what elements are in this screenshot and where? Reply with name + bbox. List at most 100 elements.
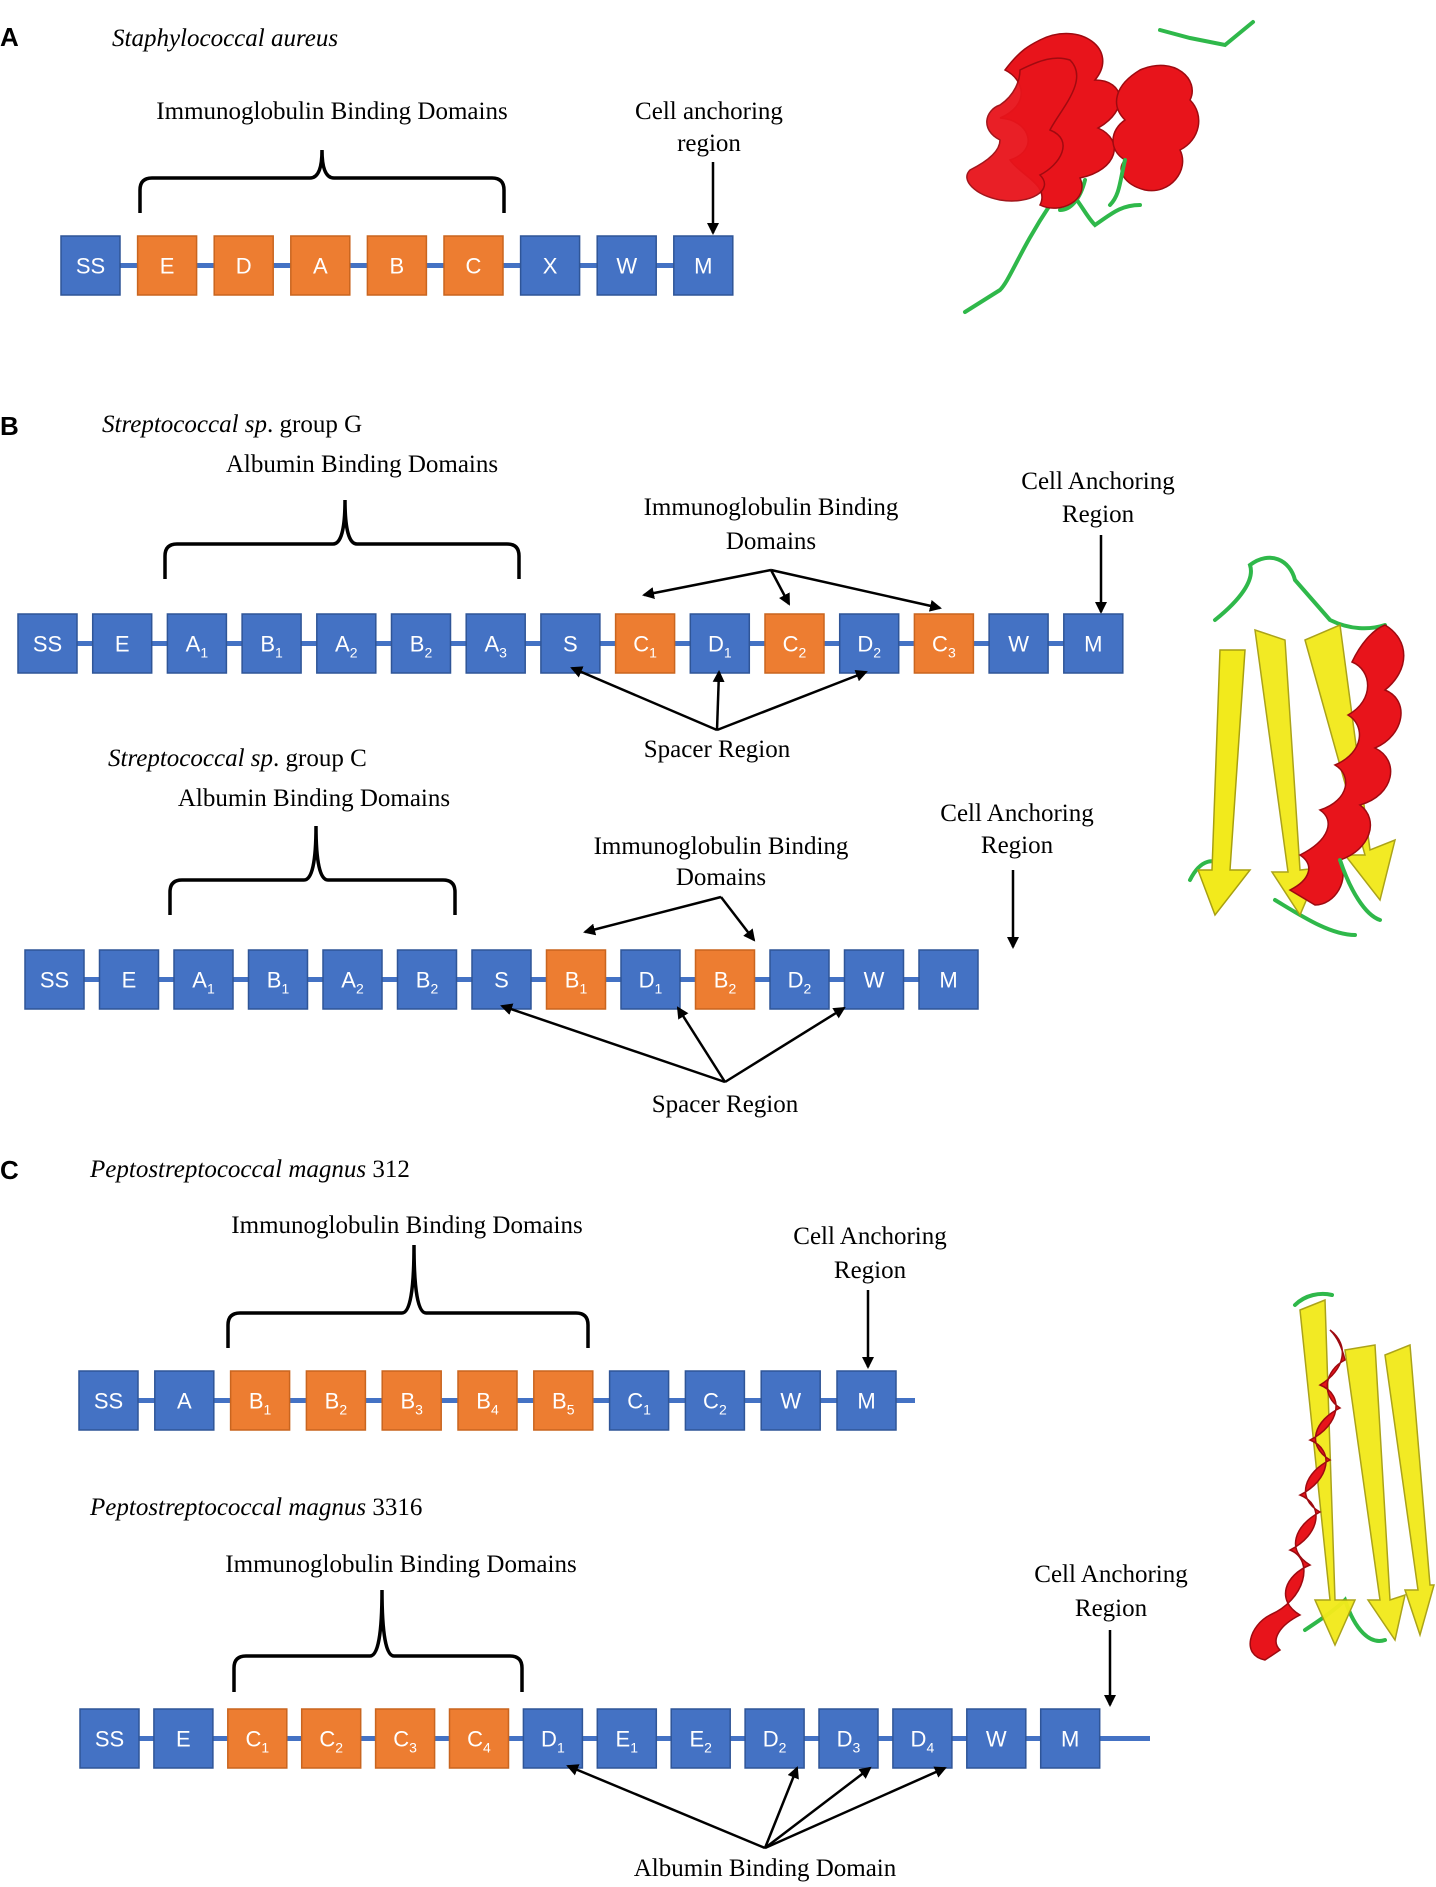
domain-label: D1 bbox=[639, 968, 663, 997]
domain-box bbox=[322, 949, 383, 1010]
domain-box bbox=[843, 949, 905, 1010]
panel-letter-a: A bbox=[0, 22, 19, 52]
anchor-label-a-line2: region bbox=[677, 130, 741, 157]
domain-box bbox=[457, 1370, 518, 1431]
domain-label: S bbox=[563, 632, 578, 657]
domain-box bbox=[17, 613, 78, 674]
domain-box bbox=[374, 1708, 436, 1769]
domain-label: B1 bbox=[565, 968, 588, 997]
albumin-arrow-c2-4 bbox=[764, 1766, 947, 1850]
domain-b4: B4 bbox=[457, 1370, 518, 1431]
domain-label: X bbox=[543, 254, 558, 279]
domain-label: D2 bbox=[763, 1727, 787, 1756]
spacer-arrow-b1-1 bbox=[570, 666, 718, 732]
domain-box bbox=[545, 949, 607, 1010]
domain-ss: SS bbox=[78, 1370, 139, 1431]
domain-d: D bbox=[213, 235, 274, 296]
domain-c2: C2 bbox=[300, 1708, 362, 1769]
domain-c1: C1 bbox=[227, 1708, 288, 1769]
domain-d3: D3 bbox=[818, 1708, 879, 1769]
domain-label: A3 bbox=[484, 632, 507, 661]
domain-label: C3 bbox=[932, 632, 956, 661]
domain-ss: SS bbox=[17, 613, 78, 674]
ig-binding-label-b2-line2: Domains bbox=[676, 864, 766, 891]
albumin-arrow-c2-3 bbox=[764, 1766, 872, 1849]
domain-box bbox=[1063, 613, 1124, 674]
domain-label: B2 bbox=[714, 968, 737, 997]
domain-box bbox=[533, 1370, 594, 1431]
panel-b-group-c: Streptococcal sp. group C Albumin Bindin… bbox=[24, 555, 1405, 1118]
domain-box bbox=[166, 613, 228, 674]
domain-box bbox=[213, 235, 274, 296]
domain-label: M bbox=[694, 254, 712, 279]
domain-box bbox=[620, 949, 681, 1010]
species-title-c1: Peptostreptococcal magnus 312 bbox=[89, 1156, 410, 1183]
domain-box bbox=[596, 1708, 658, 1769]
anchor-label-c1-line2: Region bbox=[834, 1257, 907, 1284]
domain-a2: A2 bbox=[322, 949, 383, 1010]
domain-label: M bbox=[939, 968, 957, 993]
domain-a: A bbox=[290, 235, 351, 296]
domain-box bbox=[300, 1708, 362, 1769]
domain-w: W bbox=[843, 949, 905, 1010]
brace-c1 bbox=[226, 1244, 590, 1348]
domain-box bbox=[465, 613, 526, 674]
domain-a3: A3 bbox=[465, 613, 526, 674]
domain-label: C4 bbox=[467, 1727, 491, 1756]
species-title-a: Staphylococcal aureus bbox=[112, 25, 338, 52]
domain-label: B2 bbox=[410, 632, 433, 661]
domain-box bbox=[760, 1370, 821, 1431]
domain-box bbox=[522, 1708, 584, 1769]
domain-label: E bbox=[115, 632, 130, 657]
domain-label: M bbox=[1061, 1727, 1079, 1752]
anchor-label-b1-line1: Cell Anchoring bbox=[1021, 468, 1175, 495]
spacer-arrow-b1-2 bbox=[712, 670, 725, 731]
domain-label: W bbox=[986, 1727, 1007, 1752]
domain-b5: B5 bbox=[533, 1370, 594, 1431]
domain-label: B5 bbox=[552, 1389, 575, 1418]
domain-label: A bbox=[313, 254, 328, 279]
domain-c1: C1 bbox=[614, 613, 676, 674]
ig-arrow-b1-3 bbox=[770, 568, 942, 612]
ig-binding-label-c2: Immunoglobulin Binding Domains bbox=[225, 1551, 576, 1578]
domain-c2: C2 bbox=[764, 613, 825, 674]
domain-box bbox=[173, 949, 234, 1010]
ig-arrow-b1-1 bbox=[642, 568, 772, 599]
spacer-label-b1: Spacer Region bbox=[644, 736, 791, 763]
domain-e1: E1 bbox=[596, 1708, 658, 1769]
domain-label: D2 bbox=[857, 632, 881, 661]
spacer-label-b2: Spacer Region bbox=[652, 1091, 799, 1118]
domain-label: SS bbox=[94, 1389, 123, 1414]
spacer-arrow-b1-3 bbox=[716, 670, 868, 732]
domain-box bbox=[381, 1370, 442, 1431]
domain-b1: B1 bbox=[229, 1370, 291, 1431]
protein-structure-b bbox=[1188, 555, 1405, 937]
domain-label: E2 bbox=[689, 1727, 712, 1756]
domain-label: D2 bbox=[788, 968, 812, 997]
domain-box bbox=[136, 235, 198, 296]
domain-box bbox=[988, 613, 1049, 674]
domain-w: W bbox=[760, 1370, 821, 1431]
domain-box bbox=[227, 1708, 288, 1769]
albumin-arrow-c2-2 bbox=[763, 1766, 799, 1849]
domain-box bbox=[966, 1708, 1027, 1769]
brace-a bbox=[138, 149, 506, 213]
domain-c4: C4 bbox=[448, 1708, 510, 1769]
ig-binding-label-a: Immunoglobulin Binding Domains bbox=[156, 98, 507, 125]
domain-label: A bbox=[177, 1389, 192, 1414]
spacer-arrow-b2-2 bbox=[676, 1006, 727, 1083]
domain-box bbox=[596, 235, 657, 296]
albumin-binding-label-b2: Albumin Binding Domains bbox=[178, 785, 450, 812]
protein-structure-c bbox=[1249, 1291, 1435, 1661]
domain-label: D4 bbox=[911, 1727, 935, 1756]
domain-w: W bbox=[596, 235, 657, 296]
domain-b2: B2 bbox=[305, 1370, 367, 1431]
domain-m: M bbox=[918, 949, 979, 1010]
domain-e2: E2 bbox=[670, 1708, 731, 1769]
domain-label: E bbox=[176, 1727, 191, 1752]
spacer-arrow-b2-1 bbox=[500, 1003, 726, 1084]
domain-box bbox=[818, 1708, 879, 1769]
